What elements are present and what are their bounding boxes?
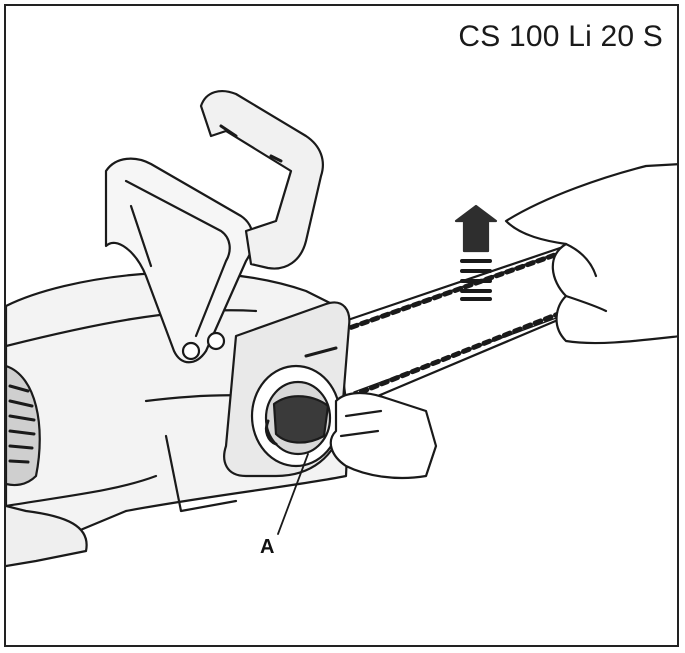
model-title: CS 100 Li 20 S <box>458 20 663 53</box>
callout-line <box>277 453 309 535</box>
rear-handle <box>104 157 254 364</box>
chainsaw-illustration <box>6 90 677 568</box>
callout-label-a: A <box>260 536 275 558</box>
up-arrow-icon <box>454 204 498 301</box>
tension-knob <box>250 364 342 468</box>
figure-frame: CS 100 Li 20 S A <box>4 4 679 647</box>
hand-guard <box>199 90 324 270</box>
motor-vent-icon <box>6 364 41 487</box>
